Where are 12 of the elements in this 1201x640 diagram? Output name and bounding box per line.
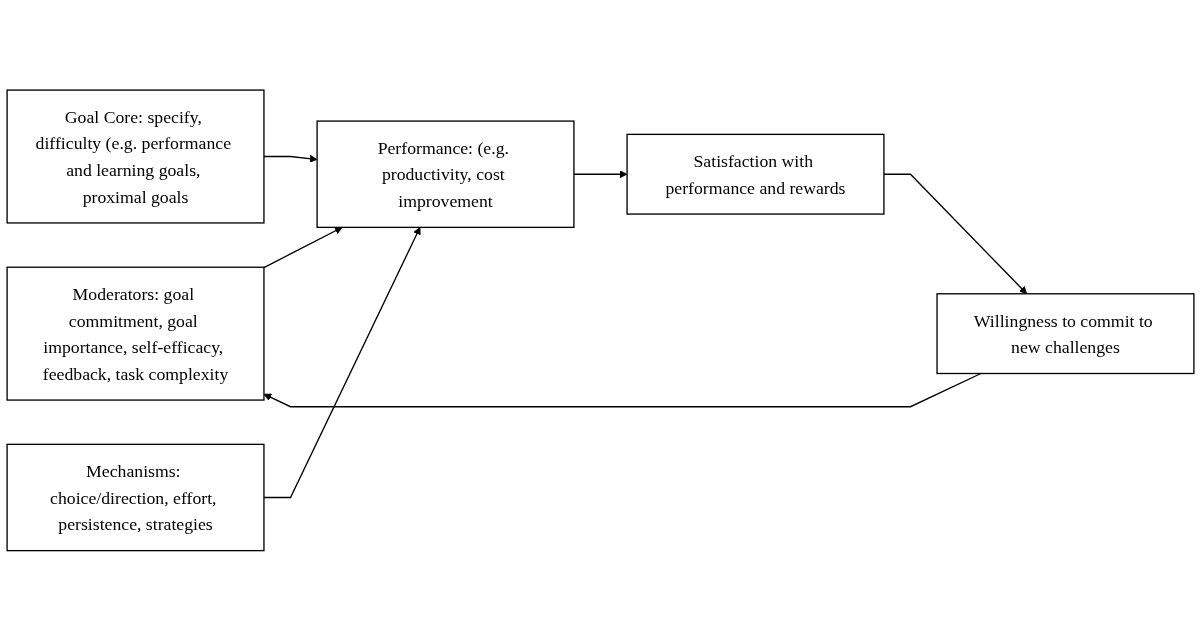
node-box: Performance: (e.g. productivity, cost improvement (316, 120, 575, 228)
arrow (263, 226, 343, 268)
node-box: Willingness to commit to new challenges (936, 292, 1195, 374)
node-box: Moderators: goal commitment, goal importance, self-efficacy, feedback, task complexity (6, 266, 265, 401)
node-box: Mechanisms: choice/direction, effort, persistence, strategies (6, 443, 265, 551)
arrow (263, 154, 318, 163)
node-box: Satisfaction with performance and rewards (626, 133, 885, 215)
arrow (573, 169, 628, 178)
arrow (263, 226, 421, 498)
arrow (883, 173, 1028, 294)
node-box: Goal Core: specify, difficulty (e.g. performance and learning goals, proximal goals (6, 89, 265, 224)
arrow (263, 372, 982, 407)
